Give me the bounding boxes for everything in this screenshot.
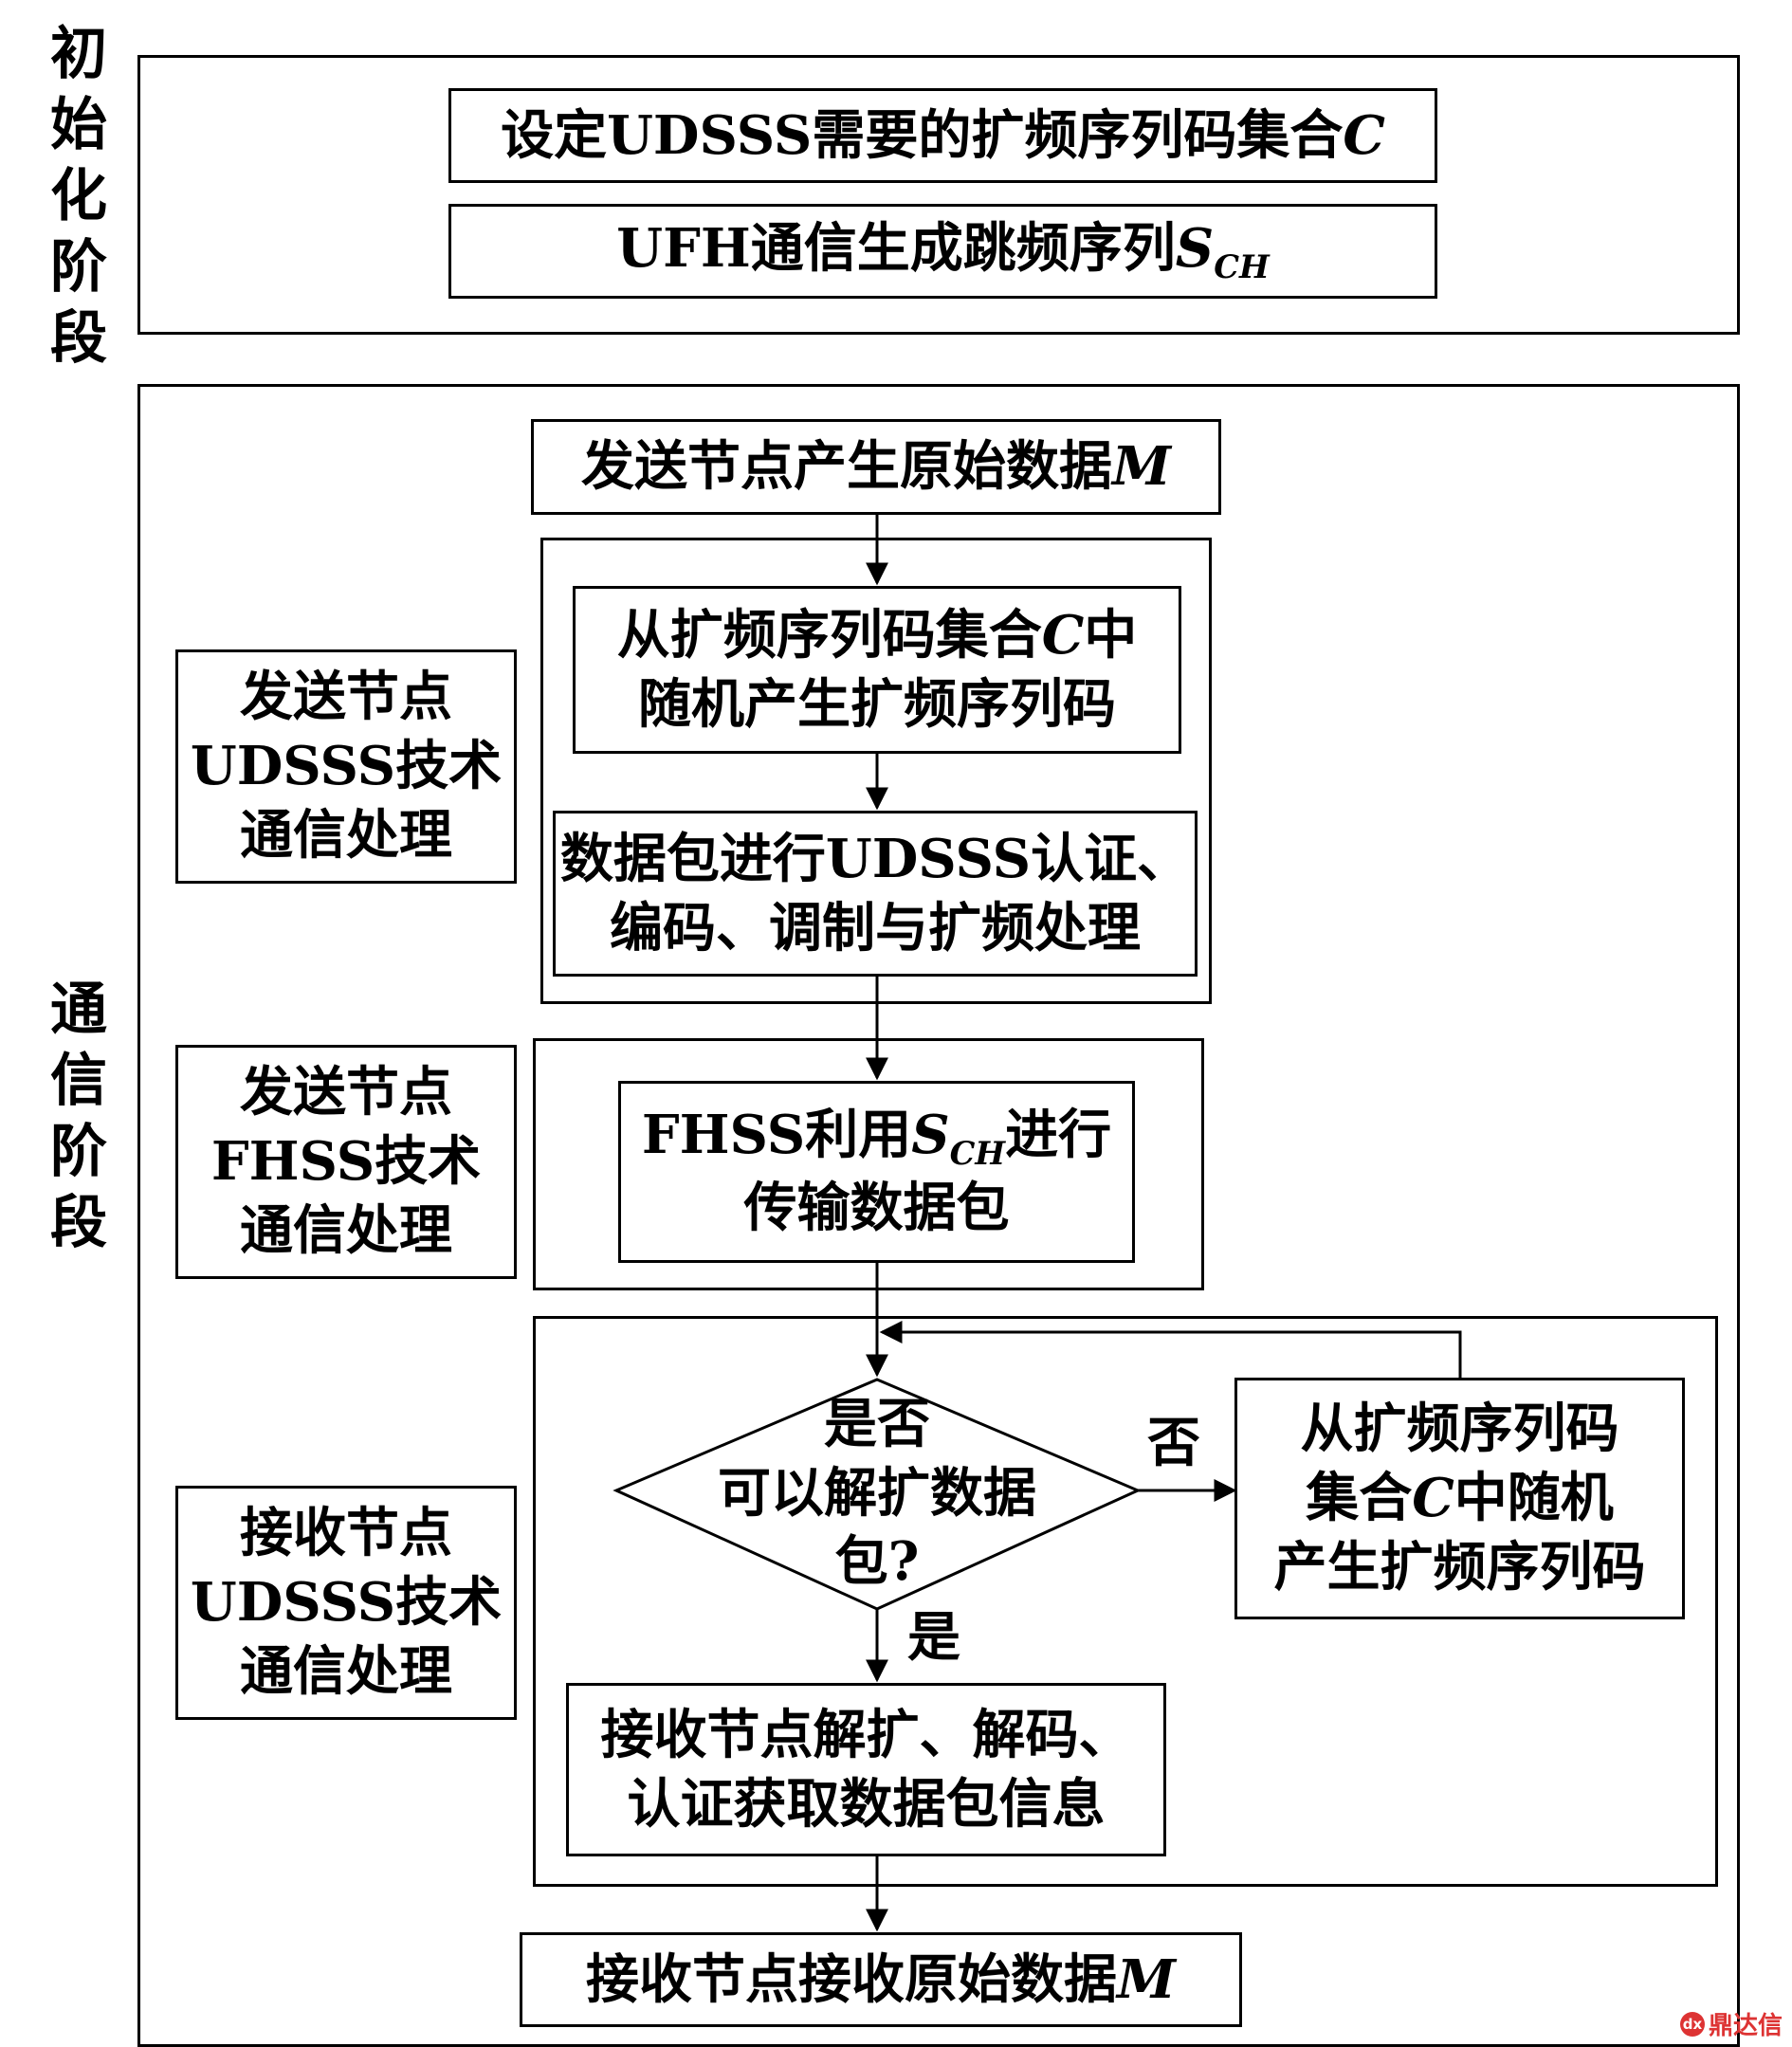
stage-label-comm: 通 信 阶 段 — [50, 977, 107, 1256]
side-label-tx-fhss: 发送节点 FHSS技术 通信处理 — [175, 1045, 517, 1279]
decision-text: 是否 可以解扩数据 包? — [718, 1392, 1036, 1594]
side-label-rx-udsss: 接收节点 UDSSS技术 通信处理 — [175, 1486, 517, 1720]
label-yes: 是 — [907, 1606, 960, 1670]
comm-stage-frame — [137, 384, 1740, 2047]
box-final-receive: 接收节点接收原始数据M — [520, 1932, 1242, 2027]
arrow-retry-loop — [879, 1321, 1462, 1378]
tx-fhss-group — [533, 1038, 1204, 1290]
stage-label-init: 初 始 化 阶 段 — [50, 21, 107, 372]
watermark: dx 鼎达信 — [1679, 2006, 1783, 2041]
box-retry-spread-code: 从扩频序列码 集合C中随机 产生扩频序列码 — [1234, 1378, 1685, 1619]
side-label-tx-udsss: 发送节点 UDSSS技术 通信处理 — [175, 649, 517, 884]
watermark-logo-icon: dx — [1679, 2011, 1705, 2037]
box-decode-info: 接收节点解扩、解码、 认证获取数据包信息 — [566, 1683, 1166, 1856]
box-fhss-transmit: FHSS利用SCH进行 传输数据包 — [618, 1081, 1135, 1263]
label-no: 否 — [1147, 1412, 1200, 1475]
box-udsss-processing: 数据包进行UDSSS认证、 编码、调制与扩频处理 — [553, 811, 1198, 977]
rx-udsss-group — [533, 1316, 1718, 1887]
box-origin-data: 发送节点产生原始数据M — [531, 419, 1221, 515]
init-box-spread-code-set: 设定UDSSS需要的扩频序列码集合C — [448, 88, 1437, 183]
decision-diamond — [613, 1378, 1142, 1611]
box-select-spread-code: 从扩频序列码集合C中 随机产生扩频序列码 — [573, 586, 1181, 754]
init-box-hop-sequence: UFH通信生成跳频序列SCH — [448, 204, 1437, 299]
init-stage-frame — [137, 55, 1740, 335]
